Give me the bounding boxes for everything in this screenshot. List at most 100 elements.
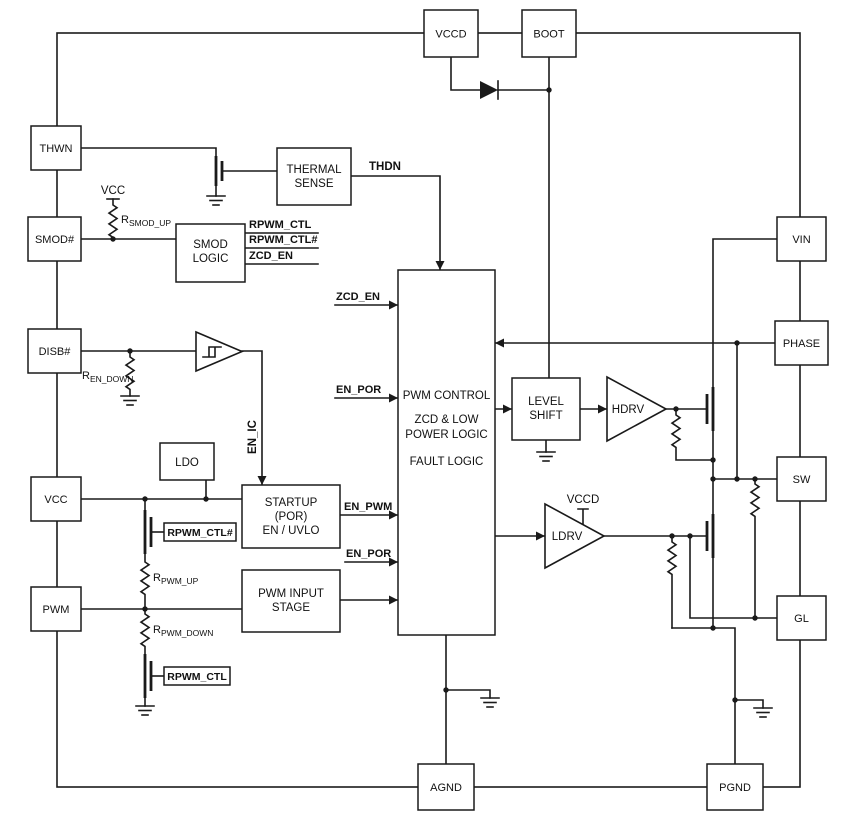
label-thermal-2: SENSE xyxy=(295,178,334,190)
rpwm-ctl-fet xyxy=(143,654,153,698)
label-rpwm-up: R xyxy=(153,572,161,584)
arrow-en-por-mid xyxy=(389,557,398,567)
label-ren-down: R xyxy=(82,370,90,382)
wire-pgnd-ground xyxy=(734,699,764,709)
ground-pgnd-branch xyxy=(753,707,773,718)
block-pwm-input-stage xyxy=(241,569,341,633)
schmitt-buffer xyxy=(195,330,245,373)
pin-vccd xyxy=(423,9,479,58)
signal-rpwm-ctl: RPWM_CTL xyxy=(249,219,312,231)
pin-pgnd xyxy=(706,763,764,811)
label-vcc-rail: VCC xyxy=(101,185,125,197)
signal-en-por-top: EN_POR xyxy=(336,384,381,396)
label-pwm-control-3: POWER LOGIC xyxy=(405,429,487,441)
pin-label-vcc: VCC xyxy=(44,494,67,506)
low-side-fet xyxy=(705,514,715,558)
label-pwm-control-4: FAULT LOGIC xyxy=(410,456,484,468)
ground-rpwm-ctl-fet xyxy=(135,705,155,716)
pin-label-vccd: VCCD xyxy=(435,29,466,41)
pin-boot xyxy=(521,9,577,58)
label-ren-down-sub: EN_DOWN xyxy=(90,374,133,384)
resistor-ls-gate xyxy=(666,535,678,629)
label-level-shift-1: LEVEL xyxy=(528,396,564,408)
block-smod-logic xyxy=(175,223,246,283)
signal-zcd-en-out: ZCD_EN xyxy=(249,250,293,262)
label-startup-1: STARTUP xyxy=(265,497,318,509)
hysteresis-icon xyxy=(202,346,222,358)
ground-ren-down xyxy=(120,395,140,406)
block-thermal-sense xyxy=(276,147,352,206)
arrow-thdn xyxy=(435,261,445,270)
signal-en-por-mid: EN_POR xyxy=(346,548,391,560)
arrowheads xyxy=(257,261,607,605)
label-smod-logic-2: LOGIC xyxy=(193,253,229,265)
wire-ldrv-vccd xyxy=(577,508,589,525)
wires xyxy=(80,56,778,765)
gate-label-box-lo xyxy=(163,666,231,686)
wire-agnd-ground xyxy=(445,689,491,699)
arrow-hdrv xyxy=(598,404,607,414)
rpwm-ctl-n-fet xyxy=(143,510,153,554)
pin-vcc xyxy=(30,476,82,522)
ground-thermal-fet xyxy=(206,195,226,206)
labels: VCCD BOOT THWN SMOD# DISB# VCC PWM VIN P… xyxy=(35,29,820,795)
label-rpwm-down-sub: PWM_DOWN xyxy=(161,628,213,638)
wire-en-ic xyxy=(241,350,263,486)
pin-label-sw: SW xyxy=(793,474,811,486)
blocks xyxy=(159,147,668,686)
block-startup xyxy=(241,484,341,549)
block-pwm-control xyxy=(397,269,496,636)
label-level-shift-2: SHIFT xyxy=(529,410,562,422)
pin-label-gl: GL xyxy=(794,613,809,625)
label-startup-3: EN / UVLO xyxy=(263,525,320,537)
wire-thwn xyxy=(80,147,217,157)
arrow-zcd-en xyxy=(389,300,398,310)
wire-thdn xyxy=(350,175,441,271)
ground-agnd-branch xyxy=(480,697,500,708)
pin-label-agnd: AGND xyxy=(430,782,462,794)
block-ldo xyxy=(159,442,215,481)
wire-vin xyxy=(712,238,778,388)
pin-agnd xyxy=(417,763,475,811)
pin-smod xyxy=(27,216,82,262)
arrow-en-por-top xyxy=(389,393,398,403)
label-vccd-rail: VCCD xyxy=(567,494,600,506)
pin-label-disb: DISB# xyxy=(39,346,72,358)
resistor-rpwm-down xyxy=(139,608,151,655)
pin-thwn xyxy=(30,125,82,171)
resistor-ren-down xyxy=(124,350,136,397)
resistor-rpwm-up xyxy=(139,553,151,610)
signal-en-pwm: EN_PWM xyxy=(344,501,392,513)
pin-sw xyxy=(776,456,827,502)
pin-label-phase: PHASE xyxy=(783,338,820,350)
pin-label-pgnd: PGND xyxy=(719,782,751,794)
pin-label-thwn: THWN xyxy=(40,143,73,155)
arrow-en-ic xyxy=(257,476,267,485)
label-rsmod-up-sub: SMOD_UP xyxy=(129,218,171,228)
signal-rpwm-ctl-n: RPWM_CTL# xyxy=(249,234,317,246)
label-startup-2: (POR) xyxy=(275,511,308,523)
pin-gl xyxy=(776,595,827,641)
high-side-fet xyxy=(705,387,715,431)
label-rpwm-down: R xyxy=(153,624,161,636)
signal-zcd-en-in: ZCD_EN xyxy=(336,291,380,303)
ground-level-shift xyxy=(536,451,556,462)
label-smod-logic-1: SMOD xyxy=(193,239,228,251)
arrow-pwm-input xyxy=(389,595,398,605)
pin-pwm xyxy=(30,586,82,632)
pin-boxes xyxy=(27,9,829,811)
resistor-sw xyxy=(749,478,761,619)
pin-vin xyxy=(776,216,827,262)
bootstrap-diode xyxy=(480,80,499,100)
signal-gate-lo: RPWM_CTL xyxy=(167,671,227,683)
wire-pgnd xyxy=(671,627,736,765)
resistor-rsmod-up xyxy=(107,198,119,240)
pin-label-pwm: PWM xyxy=(43,604,70,616)
junction-dots xyxy=(110,87,758,703)
pin-phase xyxy=(774,320,829,366)
signal-en-ic: EN_IC xyxy=(247,420,259,454)
block-level-shift xyxy=(511,377,581,441)
arrow-level-shift xyxy=(503,404,512,414)
